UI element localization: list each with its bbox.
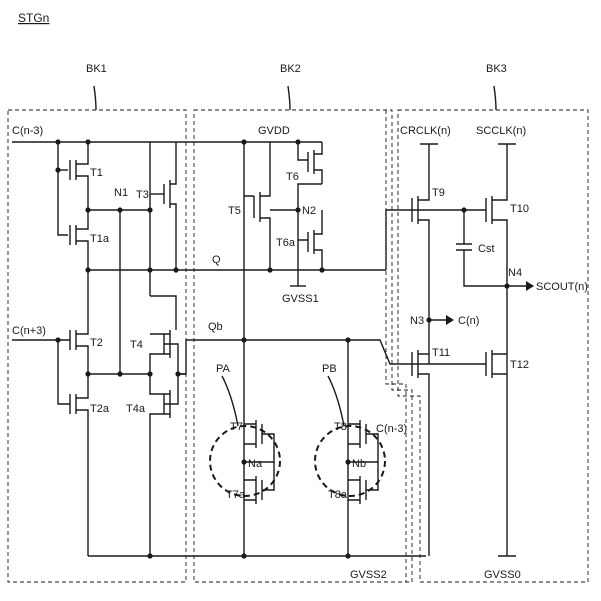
input-c-n-minus-3-right-label: C(n-3) [376, 423, 407, 435]
bk3-circuit: CRCLK(n) SCCLK(n) T9 T10 Cst N4 SCOUT(n)… [386, 125, 588, 581]
block-bk3-leader [494, 86, 496, 110]
transistor-t4 [150, 330, 186, 374]
arrow-c-n-icon [446, 315, 454, 325]
transistor-t6-label: T6 [286, 171, 299, 183]
transistor-t5 [244, 142, 270, 270]
transistor-t5-label: T5 [228, 205, 241, 217]
supply-gvss1-label: GVSS1 [282, 293, 319, 305]
block-bk2-boundary [194, 110, 412, 582]
block-bk1-label: BK1 [86, 63, 107, 75]
transistor-t2a-label: T2a [90, 403, 110, 415]
node-n1-label: N1 [114, 187, 128, 199]
transistor-t1a-label: T1a [90, 233, 110, 245]
supply-gvss2-label: GVSS2 [350, 569, 387, 581]
transistor-t7 [244, 420, 274, 462]
transistor-t9-label: T9 [432, 187, 445, 199]
output-scout-label: SCOUT(n) [536, 281, 588, 293]
junction [241, 459, 246, 464]
transistor-t7a-label: T7a [226, 489, 246, 501]
transistor-t2a [70, 374, 88, 556]
group-pa-label: PA [216, 363, 231, 375]
junction [241, 553, 246, 558]
node-n2-label: N2 [302, 205, 316, 217]
transistor-t9 [412, 196, 429, 364]
transistor-t1-label: T1 [90, 167, 103, 179]
junction [173, 267, 178, 272]
transistor-t8-label: T8 [334, 421, 347, 433]
block-bk2-inner-edge [386, 110, 406, 582]
output-c-n-label: C(n) [458, 315, 479, 327]
bk2-circuit: GVDD T5 T6 N2 T6a GVSS1 Qb [176, 125, 414, 581]
transistor-t10-label: T10 [510, 203, 529, 215]
transistor-t2 [70, 330, 88, 374]
supply-gvss0-label: GVSS0 [484, 569, 521, 581]
transistor-t12 [486, 350, 507, 378]
transistor-t2-label: T2 [90, 337, 103, 349]
wire-scclk [498, 144, 516, 196]
node-n4-label: N4 [508, 267, 522, 279]
transistor-t6a-label: T6a [276, 237, 296, 249]
node-qb-label: Qb [208, 321, 223, 333]
clock-scclk-label: SCCLK(n) [476, 125, 526, 137]
transistor-t6 [308, 142, 322, 184]
wire-t1a-gate-feed [58, 142, 68, 235]
block-bk2: BK2 [194, 63, 412, 582]
block-bk3: BK3 [398, 63, 588, 582]
junction [55, 167, 60, 172]
clock-crclk-label: CRCLK(n) [400, 125, 451, 137]
stage-title: STGn [18, 11, 49, 25]
block-bk1-leader [94, 86, 96, 110]
transistor-t1a [70, 210, 88, 270]
transistor-t11 [412, 350, 429, 556]
junction [345, 553, 350, 558]
transistor-t3-label: T3 [136, 189, 149, 201]
supply-gvdd-label: GVDD [258, 125, 290, 137]
transistor-t8a-label: T8a [328, 489, 348, 501]
wire-t6-gate [298, 142, 308, 160]
junction [345, 459, 350, 464]
transistor-t12-label: T12 [510, 359, 529, 371]
wire-t2a-gate-feed [58, 340, 70, 404]
transistor-t4a [150, 374, 178, 556]
block-bk1: BK1 [8, 63, 186, 582]
group-pb-label: PB [322, 363, 337, 375]
group-pb-leader [328, 376, 344, 426]
node-na-label: Na [248, 458, 263, 470]
node-q-label: Q [212, 254, 221, 266]
block-bk3-label: BK3 [486, 63, 507, 75]
junction [147, 267, 152, 272]
junction [147, 553, 152, 558]
transistor-t6a [308, 210, 322, 270]
transistor-t3 [150, 142, 176, 270]
block-bk2-leader [288, 86, 290, 110]
transistor-t4-label: T4 [130, 339, 143, 351]
transistor-t1 [70, 142, 88, 210]
transistor-t11-label: T11 [432, 347, 450, 359]
wire-t4-drain [150, 296, 176, 330]
arrow-scout-icon [526, 281, 534, 291]
node-nb-label: Nb [352, 458, 366, 470]
block-bk2-label: BK2 [280, 63, 301, 75]
transistor-t4a-label: T4a [126, 403, 146, 415]
transistor-t8 [348, 420, 378, 462]
node-n3-label: N3 [410, 315, 424, 327]
transistor-t7-label: T7 [230, 421, 243, 433]
block-bk3-boundary [398, 110, 588, 582]
node-cst-label: Cst [478, 243, 495, 255]
wire-q-to-t9 [386, 210, 412, 270]
wire-qb-feed [178, 340, 244, 374]
group-pa-leader [222, 376, 238, 426]
input-c-n-minus-3-label: C(n-3) [12, 125, 43, 137]
input-c-n-plus-3-label: C(n+3) [12, 325, 46, 337]
wire-qb [244, 340, 414, 364]
